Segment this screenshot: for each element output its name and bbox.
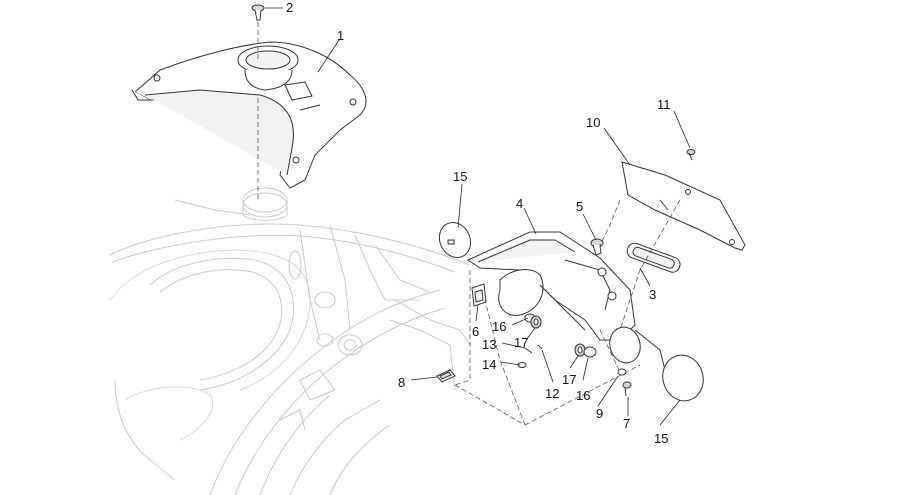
callout-15-top: 15	[453, 169, 467, 184]
fuel-cap	[242, 187, 288, 221]
callout-1: 1	[337, 28, 344, 43]
callout-13: 13	[482, 337, 496, 352]
callout-15-bottom: 15	[654, 431, 668, 446]
part-10-plate	[621, 161, 746, 251]
callout-12: 12	[545, 386, 559, 401]
callout-17-left: 17	[514, 335, 528, 350]
part-6-clip	[471, 283, 487, 307]
callout-4: 4	[516, 196, 523, 211]
callout-17-right: 17	[562, 372, 576, 387]
small-pins	[517, 344, 543, 368]
leader-lines	[265, 7, 691, 426]
part-1-inner-cover	[131, 41, 367, 189]
callout-11: 11	[657, 97, 671, 112]
callout-10: 10	[586, 115, 600, 130]
part-15-cover-disc-right	[662, 354, 704, 402]
washer-group-left	[524, 313, 542, 329]
washer-group-right	[574, 343, 597, 358]
callout-labels: 1 2 3 4 5 6 7 8 9 10 11 12 13 14 15 15 1…	[286, 0, 671, 446]
part-11-screw	[686, 149, 696, 161]
part-5-bolt	[590, 238, 604, 256]
part-2-screw	[251, 4, 265, 21]
part-4-plate-holder	[466, 231, 636, 341]
callout-16-right: 16	[576, 388, 590, 403]
callout-8: 8	[398, 375, 405, 390]
part-9-part-7-screws	[617, 368, 632, 397]
callout-5: 5	[576, 199, 583, 214]
callout-2: 2	[286, 0, 293, 15]
plate-light-lens	[609, 326, 666, 371]
callout-9: 9	[596, 406, 603, 421]
callout-7: 7	[623, 416, 630, 431]
callout-3: 3	[649, 287, 656, 302]
callout-16-left: 16	[492, 319, 506, 334]
part-15-cover-disc-left	[438, 221, 472, 259]
callout-14: 14	[482, 357, 496, 372]
callout-6: 6	[472, 324, 479, 339]
scooter-frame-outline	[109, 199, 471, 495]
part-8-connector	[436, 369, 456, 383]
dashed-assembly-lines	[454, 199, 681, 426]
part-3-reflector	[626, 242, 681, 273]
